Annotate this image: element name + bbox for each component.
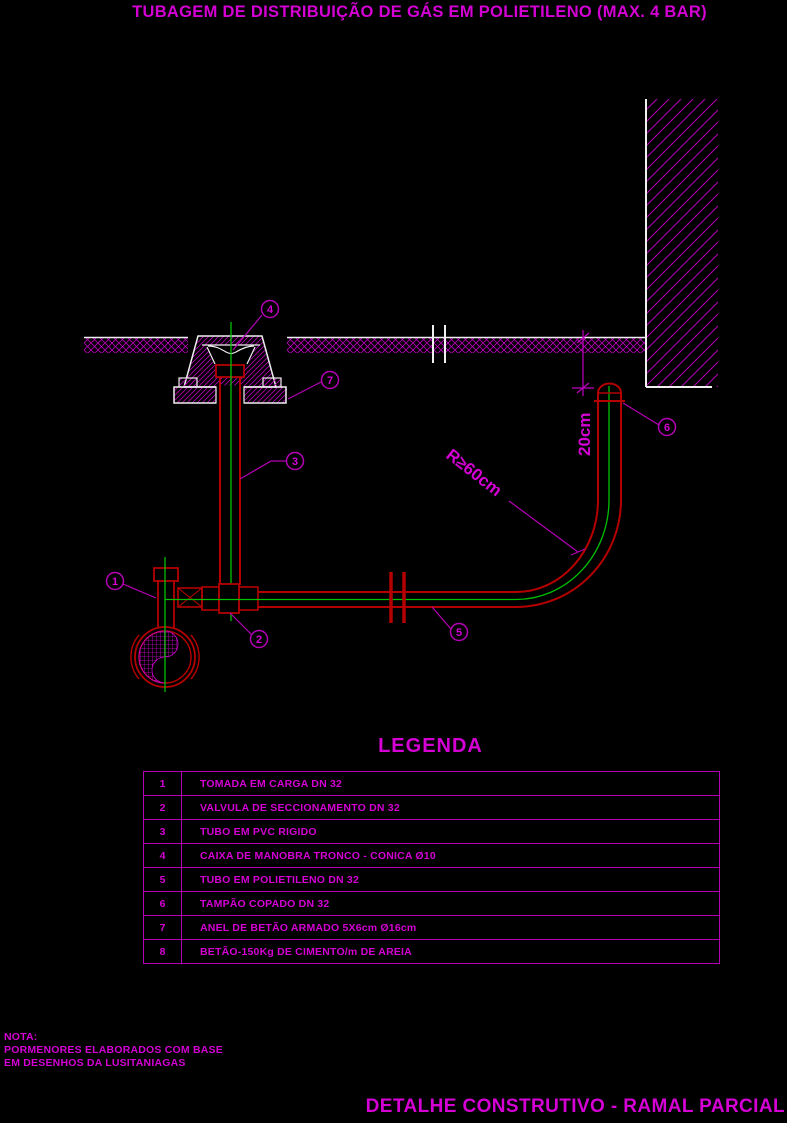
depth-dimension-text: 20cm (575, 413, 594, 456)
legend-item-description: TUBO EM PVC RIGIDO (181, 820, 719, 843)
legend-item-description: CAIXA DE MANOBRA TRONCO - CONICA Ø10 (181, 844, 719, 867)
svg-text:1: 1 (112, 576, 118, 588)
legend-row: 6 TAMPÃO COPADO DN 32 (144, 891, 719, 915)
legend-item-number: 6 (159, 897, 166, 910)
legend-item-description: TAMPÃO COPADO DN 32 (181, 892, 719, 915)
valve-box (178, 335, 282, 388)
legend-row: 3 TUBO EM PVC RIGIDO (144, 819, 719, 843)
legend-row: 2 VALVULA DE SECCIONAMENTO DN 32 (144, 795, 719, 819)
bend-radius-text: R≥60cm (443, 445, 506, 500)
concrete-ring (173, 385, 287, 405)
svg-text:4: 4 (267, 304, 274, 316)
callout-3: 3 (239, 451, 305, 480)
callout-4: 4 (232, 299, 280, 351)
ground-hatch (84, 336, 646, 353)
svg-text:6: 6 (664, 422, 670, 434)
bend-radius-annotation: R≥60cm (443, 445, 586, 556)
legend-row: 5 TUBO EM POLIETILENO DN 32 (144, 867, 719, 891)
note-line: EM DESENHOS DA LUSITANIAGAS (4, 1057, 186, 1069)
sectioning-valve (201, 583, 259, 614)
footer-title: DETALHE CONSTRUTIVO - RAMAL PARCIAL (365, 1096, 785, 1117)
building-wall (645, 99, 718, 388)
note-block: NOTA: PORMENORES ELABORADOS COM BASE EM … (4, 1031, 223, 1070)
depth-dimension: 20cm (572, 330, 594, 456)
gas-main-section (130, 557, 200, 692)
legend-item-description: BETÃO-150Kg DE CIMENTO/m DE AREIA (181, 940, 719, 963)
legend-item-description: TOMADA EM CARGA DN 32 (181, 772, 719, 795)
legend-item-description: ANEL DE BETÃO ARMADO 5X6cm Ø16cm (181, 916, 719, 939)
ground-break-marks (432, 325, 446, 363)
legend-row: 1 TOMADA EM CARGA DN 32 (144, 772, 719, 795)
legend-row: 7 ANEL DE BETÃO ARMADO 5X6cm Ø16cm (144, 915, 719, 939)
svg-text:2: 2 (256, 634, 262, 646)
legend-item-number: 4 (159, 849, 166, 862)
legend-item-number: 5 (159, 873, 166, 886)
callout-5: 5 (431, 606, 469, 642)
callout-7: 7 (287, 370, 340, 400)
end-cap (594, 382, 625, 402)
pvc-riser-pipe (215, 322, 245, 621)
legend-item-description: VALVULA DE SECCIONAMENTO DN 32 (181, 796, 719, 819)
legend-item-number: 2 (159, 801, 166, 814)
legend-item-number: 1 (159, 777, 166, 790)
sheet-title: TUBAGEM DE DISTRIBUIÇÃO DE GÁS EM POLIET… (132, 3, 707, 21)
callout-1: 1 (105, 571, 157, 599)
legend-item-number: 7 (159, 921, 166, 934)
pipe-coupling (389, 572, 406, 623)
svg-text:7: 7 (327, 375, 333, 387)
note-line: PORMENORES ELABORADOS COM BASE (4, 1044, 223, 1056)
tapping-valve (153, 567, 203, 628)
legend-item-number: 3 (159, 825, 166, 838)
legend-item-number: 8 (159, 945, 166, 958)
legend-row: 8 BETÃO-150Kg DE CIMENTO/m DE AREIA (144, 939, 719, 963)
polyethylene-pipe (165, 386, 622, 608)
note-line: NOTA: (4, 1031, 38, 1043)
svg-text:5: 5 (456, 627, 462, 639)
callout-2: 2 (229, 612, 269, 649)
callout-6: 6 (622, 402, 677, 437)
legend-table: 1 TOMADA EM CARGA DN 32 2 VALVULA DE SEC… (143, 771, 720, 964)
legend-item-description: TUBO EM POLIETILENO DN 32 (181, 868, 719, 891)
legend-row: 4 CAIXA DE MANOBRA TRONCO - CONICA Ø10 (144, 843, 719, 867)
svg-text:3: 3 (292, 456, 298, 468)
legend-heading: LEGENDA (378, 735, 483, 757)
